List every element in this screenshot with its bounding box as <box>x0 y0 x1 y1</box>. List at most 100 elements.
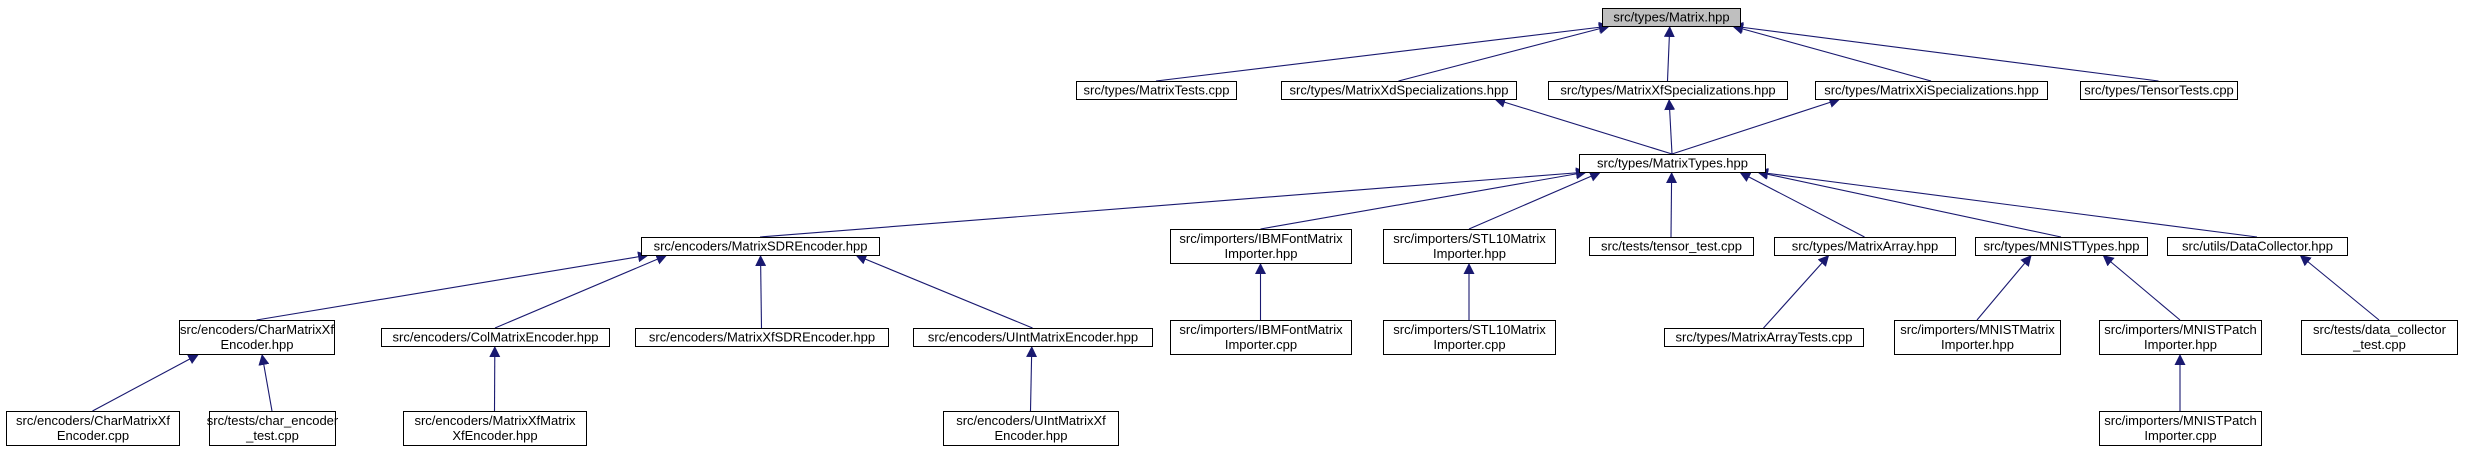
node-label: src/types/MatrixTypes.hpp <box>1597 156 1748 171</box>
node-uint-encoder[interactable]: src/encoders/UIntMatrixEncoder.hpp <box>913 328 1153 347</box>
node-box[interactable] <box>1664 328 1864 347</box>
edges-layer <box>92 21 2380 412</box>
node-box[interactable] <box>209 411 336 446</box>
node-label: src/types/MNISTTypes.hpp <box>1983 239 2139 254</box>
node-matrix-hpp[interactable]: src/types/Matrix.hpp <box>1602 8 1741 27</box>
edge-ibm_importer_hpp-to-matrix_types <box>1260 168 1588 230</box>
edge-char_encoder_test-to-char_encoder_hpp <box>258 353 273 412</box>
node-matrix-array[interactable]: src/types/MatrixArray.hpp <box>1774 237 1956 256</box>
node-label: Importer.hpp <box>2144 337 2217 352</box>
node-label: src/encoders/MatrixXfMatrix <box>414 413 576 428</box>
node-label: Importer.cpp <box>1433 337 1505 352</box>
edge-xd_spec-to-matrix_hpp <box>1398 23 1611 82</box>
node-box[interactable] <box>6 411 180 446</box>
node-box[interactable] <box>913 328 1153 347</box>
edge-mnist_matrix_importer-to-mnist_types <box>1976 254 2033 321</box>
edge-sdr_encoder-to-matrix_types <box>759 167 1588 238</box>
node-label: src/types/TensorTests.cpp <box>2084 83 2234 98</box>
node-matrix-tests[interactable]: src/types/MatrixTests.cpp <box>1076 81 1237 100</box>
node-label: src/tests/char_encoder <box>207 413 339 428</box>
node-box[interactable] <box>1383 320 1556 355</box>
node-label: src/types/MatrixXiSpecializations.hpp <box>1824 83 2039 98</box>
node-box[interactable] <box>1602 8 1741 27</box>
edge-char_encoder_cpp-to-char_encoder_hpp <box>92 353 200 412</box>
edge-matrix_types-to-xf_spec <box>1664 98 1676 155</box>
edge-tensor_test-to-matrix_types <box>1666 171 1678 238</box>
node-xi-spec[interactable]: src/types/MatrixXiSpecializations.hpp <box>1815 81 2048 100</box>
node-box[interactable] <box>1170 320 1352 355</box>
node-label: Importer.hpp <box>1433 246 1506 261</box>
node-box[interactable] <box>2080 81 2238 100</box>
node-label: src/encoders/ColMatrixEncoder.hpp <box>393 330 599 345</box>
node-box[interactable] <box>2099 320 2262 355</box>
node-data-collector-test[interactable]: src/tests/data_collector_test.cpp <box>2301 320 2458 355</box>
node-box[interactable] <box>1170 229 1352 264</box>
node-box[interactable] <box>641 237 880 256</box>
node-box[interactable] <box>1774 237 1956 256</box>
node-data-collector[interactable]: src/utils/DataCollector.hpp <box>2167 237 2348 256</box>
node-box[interactable] <box>1281 81 1517 100</box>
edge-matrix_array_tests-to-matrix_array <box>1763 254 1830 329</box>
node-tensor-test[interactable]: src/tests/tensor_test.cpp <box>1589 237 1754 256</box>
node-box[interactable] <box>1548 81 1788 100</box>
edge-matrix_array-to-matrix_types <box>1739 171 1865 238</box>
node-box[interactable] <box>943 411 1119 446</box>
node-col-encoder[interactable]: src/encoders/ColMatrixEncoder.hpp <box>381 328 610 347</box>
node-xf-spec[interactable]: src/types/MatrixXfSpecializations.hpp <box>1548 81 1788 100</box>
node-matrix-types[interactable]: src/types/MatrixTypes.hpp <box>1579 154 1766 173</box>
edge-matrix_tests-to-matrix_hpp <box>1155 21 1611 82</box>
node-label: src/importers/STL10Matrix <box>1393 322 1546 337</box>
node-label: src/importers/STL10Matrix <box>1393 231 1546 246</box>
node-label: src/importers/MNISTMatrix <box>1900 322 2055 337</box>
edge-uint_encoder-to-sdr_encoder <box>855 254 1033 329</box>
node-box[interactable] <box>635 328 889 347</box>
node-box[interactable] <box>1383 229 1556 264</box>
node-box[interactable] <box>1815 81 2048 100</box>
node-box[interactable] <box>1975 237 2148 256</box>
node-label: src/importers/IBMFontMatrix <box>1179 231 1343 246</box>
node-box[interactable] <box>179 320 335 355</box>
node-label: Importer.hpp <box>1941 337 2014 352</box>
node-label: src/types/MatrixArray.hpp <box>1792 239 1938 254</box>
node-label: src/tests/data_collector <box>2313 322 2447 337</box>
node-box[interactable] <box>381 328 610 347</box>
node-label: src/encoders/MatrixXfSDREncoder.hpp <box>649 330 875 345</box>
edge-xf_spec-to-matrix_hpp <box>1663 25 1675 82</box>
node-matrix-array-tests[interactable]: src/types/MatrixArrayTests.cpp <box>1664 328 1864 347</box>
node-xd-spec[interactable]: src/types/MatrixXdSpecializations.hpp <box>1281 81 1517 100</box>
node-label: Importer.cpp <box>1225 337 1297 352</box>
node-char-encoder-test[interactable]: src/tests/char_encoder_test.cpp <box>207 411 339 446</box>
node-box[interactable] <box>2301 320 2458 355</box>
node-label: Importer.hpp <box>1225 246 1298 261</box>
node-sdr-encoder[interactable]: src/encoders/MatrixSDREncoder.hpp <box>641 237 880 256</box>
node-box[interactable] <box>1589 237 1754 256</box>
edge-xi_spec-to-matrix_hpp <box>1731 23 1932 82</box>
node-tensor-tests[interactable]: src/types/TensorTests.cpp <box>2080 81 2238 100</box>
edge-matrix_types-to-xi_spec <box>1671 97 1841 155</box>
node-xf-sdr-encoder[interactable]: src/encoders/MatrixXfSDREncoder.hpp <box>635 328 889 347</box>
node-box[interactable] <box>1579 154 1766 173</box>
node-box[interactable] <box>1076 81 1237 100</box>
node-label: src/utils/DataCollector.hpp <box>2182 239 2333 254</box>
node-box[interactable] <box>403 411 587 446</box>
node-label: _test.cpp <box>2352 337 2406 352</box>
node-mnist-types[interactable]: src/types/MNISTTypes.hpp <box>1975 237 2148 256</box>
edge-tensor_tests-to-matrix_hpp <box>1731 21 2159 82</box>
node-box[interactable] <box>2167 237 2348 256</box>
node-box[interactable] <box>2099 411 2262 446</box>
node-box[interactable] <box>1894 320 2061 355</box>
edge-mnist_patch_hpp-to-mnist_types <box>2102 254 2181 321</box>
edge-stl10_importer_hpp-to-matrix_types <box>1468 171 1602 230</box>
